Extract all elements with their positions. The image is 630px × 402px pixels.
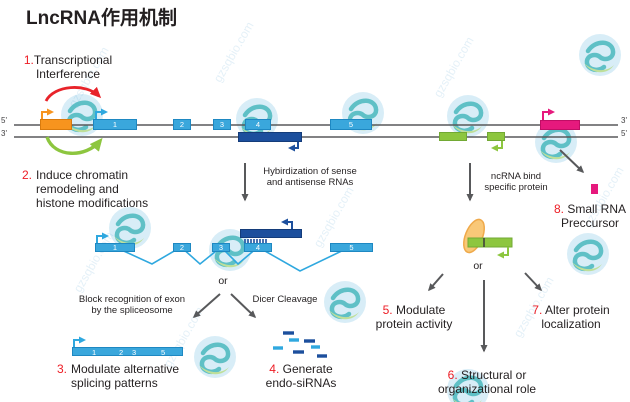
pink-promoter-arrow (542, 108, 555, 120)
item-3-number: 3. (57, 362, 68, 376)
orange-lncrna-gene-box (40, 119, 72, 130)
item-8-small-rna-precursor: 8. Small RNA Preccursor (553, 202, 627, 230)
antisense-rna-arrow (281, 218, 293, 229)
exon-4-label: 4 (255, 119, 261, 129)
spliced-exon-1-label: 1 (92, 348, 97, 357)
exon-2-label: 2 (179, 119, 185, 129)
small-rna-precursor-arrow (559, 149, 585, 174)
exon-1-box: 1 (93, 119, 137, 130)
hybridization-label: Hybirdization of sense and antisense RNA… (263, 166, 357, 188)
antisense-gene-box (238, 132, 302, 142)
dicer-cleavage-label: Dicer Cleavage (252, 294, 318, 305)
item-2-induce-chromatin: 2. Induce chromatin remodeling and histo… (22, 168, 149, 210)
premrna-promoter-arrow (96, 232, 109, 243)
premrna-exon-1-label: 1 (112, 242, 118, 252)
item-7-alter-protein-localization: 7. Alter protein localization (532, 303, 610, 331)
item-3-modulate-splicing: 3. Modulate alternative splicing pattern… (57, 362, 180, 390)
item-4-generate-endosirnas: 4. Generate endo-siRNAs (265, 362, 337, 390)
item-5-number: 5. (382, 303, 393, 317)
exon-5-label: 5 (348, 119, 354, 129)
item-6-number: 6. (447, 368, 458, 382)
bound-ncrna-arrow (497, 247, 509, 259)
green-ncrna-box-1 (439, 132, 467, 141)
strand-label-3p-left: 3' (1, 129, 7, 138)
premrna-exon-2-label: 2 (179, 242, 185, 252)
pink-lncrna-gene-box (540, 120, 580, 130)
premrna-exon-5: 5 (330, 243, 373, 252)
item-6-structural-role: 6. Structural or organizational role (437, 368, 537, 396)
exon-4-box: 4 (245, 119, 271, 130)
block-recognition-label: Block recognition of exon by the spliceo… (78, 294, 186, 316)
spliced-exon-2-label: 2 (119, 348, 124, 357)
item-5-modulate-protein-activity: 5. Modulate protein activity (375, 303, 453, 331)
chromatin-remodeling-arrow (45, 136, 103, 155)
flow-arrows (192, 149, 585, 353)
transcriptional-interference-arrow (44, 86, 102, 102)
ncrna-bind-label: ncRNA bind specific protein (484, 171, 548, 193)
orange-promoter-arrow (41, 108, 54, 119)
page-title: LncRNA作用机制 (26, 8, 177, 29)
green-ncrna-box-2 (487, 132, 505, 141)
premrna-exon-3: 3 (212, 243, 230, 252)
bound-ncrna-bar (467, 237, 513, 248)
exon-3-box: 3 (213, 119, 231, 130)
premrna-exon-4-label: 4 (255, 242, 261, 252)
item-7-number: 7. (532, 303, 543, 317)
strand-label-5p-right: 5' (621, 129, 627, 138)
item-1-transcriptional-interference: 1.Transcriptional Interference (23, 53, 113, 81)
premrna-exon-1: 1 (95, 243, 135, 252)
endo-sirna-fragments (273, 331, 327, 358)
alter-localization-arrow (524, 272, 543, 292)
modulate-activity-arrow (428, 273, 444, 292)
hybridization-ticks (244, 239, 267, 243)
or-label-splice: or (218, 275, 228, 287)
antisense-transcript-arrow (288, 142, 299, 152)
exon-1-label: 1 (112, 119, 118, 129)
premrna-exon-4: 4 (244, 243, 272, 252)
green-ncrna-arrow (491, 141, 503, 152)
item-1-number: 1. (23, 53, 34, 67)
premrna-exon-3-label: 3 (218, 242, 224, 252)
spliced-exon-3-label: 3 (132, 348, 137, 357)
or-label-protein: or (473, 260, 483, 272)
spliced-exon-5-label: 5 (161, 348, 166, 357)
dicer-cleavage-arrow (230, 293, 257, 319)
small-rna-precursor-square (591, 184, 598, 194)
gene-promoter-arrow (95, 108, 108, 119)
spliced-mrna-promoter-arrow (73, 336, 86, 347)
strand-label-5p-left: 5' (1, 116, 7, 125)
spliced-mrna-bar: 1 2 3 5 (72, 347, 183, 356)
exon-3-label: 3 (219, 119, 225, 129)
item-4-number: 4. (269, 362, 280, 376)
block-recognition-arrow (192, 293, 221, 318)
antisense-rna-box (240, 229, 302, 238)
premrna-exon-5-label: 5 (349, 242, 354, 252)
item-8-number: 8. (553, 202, 564, 216)
exon-2-box: 2 (173, 119, 191, 130)
exon-5-box: 5 (330, 119, 372, 130)
item-2-number: 2. (22, 168, 33, 182)
protein-ncrna-complex (462, 218, 513, 259)
premrna-exon-2: 2 (173, 243, 191, 252)
strand-label-3p-right: 3' (621, 116, 627, 125)
